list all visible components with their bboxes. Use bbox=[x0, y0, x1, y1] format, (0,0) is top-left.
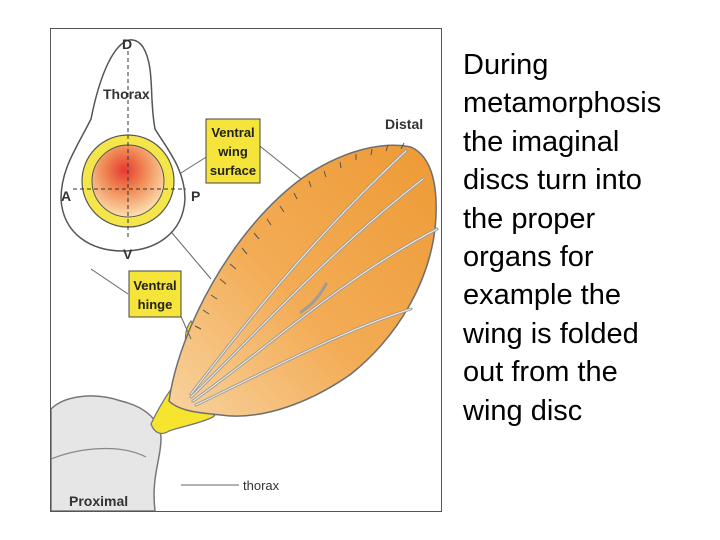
label-thorax-disc: Thorax bbox=[103, 86, 150, 102]
label-thorax-body: thorax bbox=[243, 478, 280, 493]
caption-text: During metamorphosis the imaginal discs … bbox=[463, 49, 662, 427]
label-ventral: V bbox=[123, 246, 133, 262]
callout-ventral-wing-surface-line3: surface bbox=[210, 163, 256, 178]
wing-leading-edge-hairs bbox=[194, 142, 405, 330]
label-proximal: Proximal bbox=[69, 493, 128, 509]
callout-ventral-wing-surface-line1: Ventral bbox=[211, 125, 254, 140]
callout-ventral-hinge-line1: Ventral bbox=[133, 278, 176, 293]
label-dorsal: D bbox=[122, 36, 132, 52]
callout-ventral-hinge-line2: hinge bbox=[138, 297, 173, 312]
callout-ventral-hinge bbox=[128, 270, 182, 318]
label-distal: Distal bbox=[385, 116, 423, 132]
wing-blade bbox=[168, 144, 437, 417]
callout-ventral-wing-surface-line2: wing bbox=[217, 144, 248, 159]
thorax-body-contour bbox=[50, 447, 147, 460]
wing-disc-diagram: D V A P Thorax Ventral wing surface Vent… bbox=[50, 28, 442, 512]
callout-ventral-wing-surface bbox=[205, 118, 261, 184]
label-anterior: A bbox=[61, 188, 71, 204]
label-posterior: P bbox=[191, 188, 200, 204]
wing-veins-inner bbox=[190, 150, 438, 406]
